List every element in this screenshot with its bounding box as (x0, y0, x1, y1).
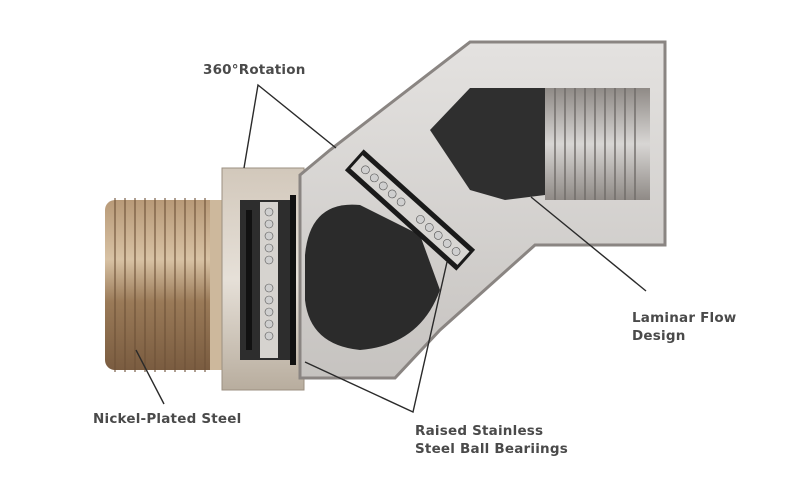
leader-lines (135, 83, 647, 413)
bearings-leader (304, 261, 448, 413)
stainless-body (298, 40, 667, 380)
label-360-rotation: 360°Rotation (203, 61, 306, 79)
label-laminar-flow: Laminar Flow Design (632, 309, 736, 345)
label-text-line1: Laminar Flow (632, 310, 737, 326)
label-text-line2: Design (632, 328, 686, 344)
label-text-line2: Steel Ball Beariings (415, 441, 568, 457)
rotation-leader (243, 83, 337, 169)
nickel-leader (135, 349, 165, 405)
label-nickel-plated-steel: Nickel-Plated Steel (93, 410, 241, 428)
label-text: Nickel-Plated Steel (93, 411, 242, 427)
swivel-nut (221, 167, 305, 391)
label-ball-bearings: Raised Stainless Steel Ball Beariings (415, 422, 568, 458)
label-text: 360°Rotation (203, 62, 306, 78)
nickel-plated-thread (105, 198, 230, 372)
laminar-leader (530, 196, 647, 292)
label-text-line1: Raised Stainless (415, 423, 544, 439)
